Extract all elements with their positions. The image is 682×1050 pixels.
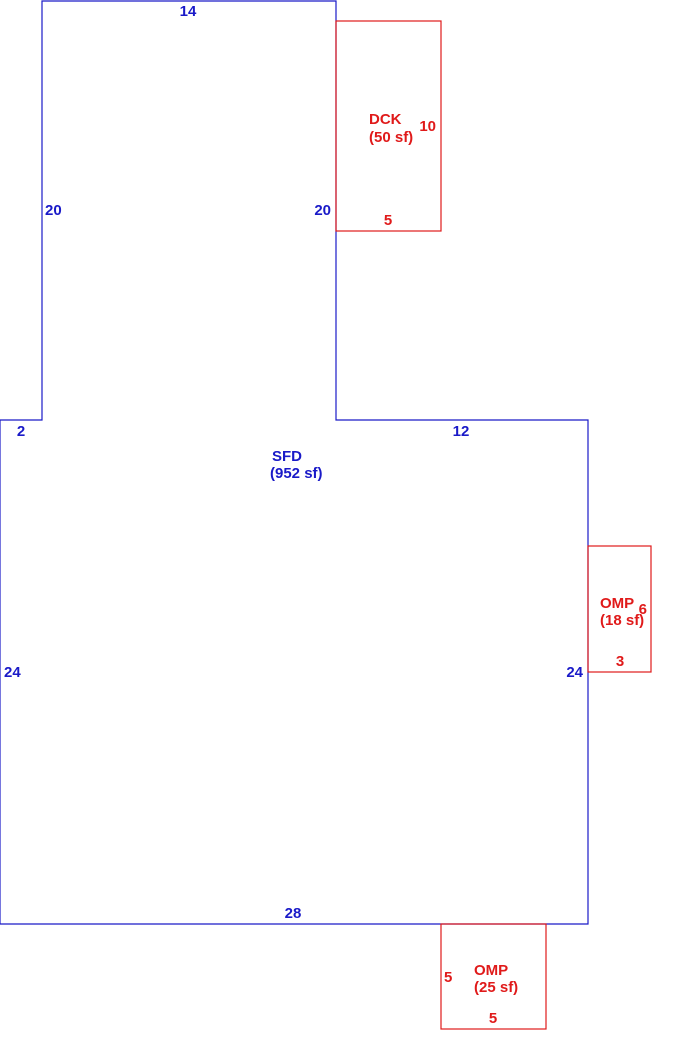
omp-right-code-label: OMP — [600, 595, 634, 612]
dck-area-label: (50 sf) — [369, 129, 413, 146]
dck-outline — [335, 20, 442, 232]
dim-sfd-upper-left: 20 — [45, 202, 62, 219]
omp-bottom-code-label: OMP — [474, 962, 508, 979]
omp-bottom-area-label: (25 sf) — [474, 979, 518, 996]
dim-sfd-upper-right: 20 — [314, 202, 331, 219]
dim-sfd-step-right: 12 — [453, 423, 470, 440]
dim-dck-side: 10 — [419, 118, 436, 135]
sfd-code-label: SFD — [272, 448, 302, 465]
dim-sfd-bottom: 28 — [285, 905, 302, 922]
dim-dck-bottom: 5 — [384, 212, 392, 229]
omp-right-outline — [587, 545, 652, 673]
dck-code-label: DCK — [369, 111, 402, 128]
dim-sfd-lower-right: 24 — [566, 664, 583, 681]
omp-right-area-label: (18 sf) — [600, 612, 644, 629]
dim-omp-bottom-side: 5 — [444, 969, 452, 986]
dim-sfd-top: 14 — [180, 3, 197, 20]
dim-sfd-step-left: 2 — [17, 423, 25, 440]
omp-bottom-outline — [440, 923, 547, 1030]
dim-sfd-lower-left: 24 — [4, 664, 21, 681]
sfd-area-label: (952 sf) — [270, 465, 323, 482]
dim-omp-right-bottom: 3 — [616, 653, 624, 670]
dim-omp-bottom-bottom: 5 — [489, 1010, 497, 1027]
dim-omp-right-side: 6 — [639, 601, 647, 618]
